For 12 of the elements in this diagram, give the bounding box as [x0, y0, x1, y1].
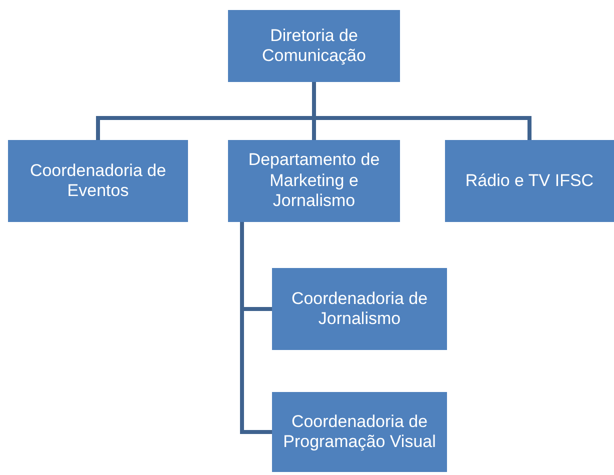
org-box	[8, 140, 188, 222]
org-box	[445, 140, 614, 222]
org-box	[228, 140, 400, 222]
box-label: Coordenadoria de Eventos	[28, 160, 168, 202]
box-label: Rádio e TV IFSC	[465, 170, 594, 192]
org-box	[228, 10, 400, 82]
box-label: Coordenadoria de Programação Visual	[282, 412, 437, 452]
box-label: Departamento de Marketing e Jornalismo	[247, 150, 381, 212]
org-box	[272, 392, 447, 472]
box-label: Coordenadoria de Jornalismo	[290, 288, 429, 330]
box-label: Diretoria de Comunicação	[261, 26, 367, 66]
org-box	[272, 268, 447, 350]
